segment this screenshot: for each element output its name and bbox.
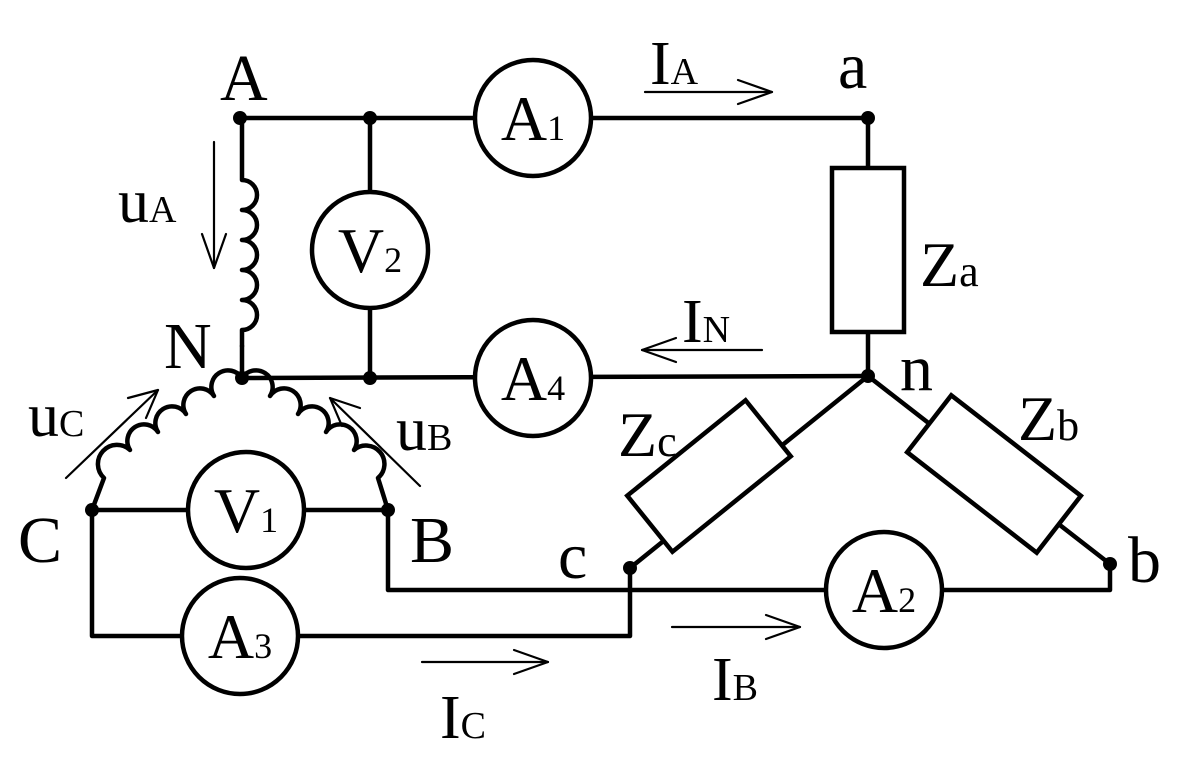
node-dot-N: [235, 371, 249, 385]
current-in-label: IN: [682, 288, 730, 356]
coil-phase-b: [239, 368, 391, 513]
node-label-N: N: [164, 310, 212, 383]
node-dot-v2-bottom: [363, 371, 377, 385]
impedance-zb: [903, 392, 1085, 556]
voltmeter-v2: [309, 189, 431, 311]
impedance-zb-label: Zb: [1018, 383, 1079, 454]
node-dot-B: [381, 503, 395, 517]
ammeter-a3-label: A3: [208, 601, 272, 672]
wire-line-c: [89, 507, 633, 639]
voltmeter-v1: [185, 449, 307, 571]
impedance-za: [829, 165, 907, 335]
node-dot-a: [861, 111, 875, 125]
current-ib-label: IB: [712, 646, 758, 714]
wire-line-b: [385, 507, 1113, 593]
coil-phase-c: [89, 368, 245, 513]
ammeter-a2: [823, 529, 945, 651]
node-label-a: a: [838, 30, 867, 103]
node-label-C: C: [18, 504, 62, 577]
voltmeter-v2-label: V2: [338, 215, 402, 286]
arrow-ua-icon: [200, 140, 228, 270]
voltmeter-v1-label: V1: [214, 475, 278, 546]
ammeter-a3: [179, 575, 301, 697]
node-label-A: A: [220, 42, 268, 115]
impedance-zc: [624, 397, 794, 555]
node-label-B: B: [410, 504, 454, 577]
impedance-zc-label: Zc: [618, 399, 677, 470]
node-dot-b: [1103, 557, 1117, 571]
ammeter-a4: [472, 317, 594, 439]
node-label-n: n: [900, 332, 933, 405]
arrow-ub-icon: [328, 396, 422, 488]
ammeter-a1-label: A1: [501, 83, 565, 154]
current-ic-label: IC: [440, 684, 486, 752]
node-dot-C: [85, 503, 99, 517]
node-label-b: b: [1128, 524, 1161, 597]
voltage-uc-label: uC: [28, 382, 84, 450]
node-label-c: c: [558, 520, 587, 593]
ammeter-a1: [472, 57, 594, 179]
node-dot-A: [233, 111, 247, 125]
node-dot-n: [861, 369, 875, 383]
arrow-ia-icon: [643, 78, 774, 106]
ammeter-a4-label: A4: [501, 343, 565, 414]
node-dot-c: [623, 561, 637, 575]
coil-phase-a: [239, 115, 260, 349]
voltage-ub-label: uB: [396, 396, 452, 464]
node-dot-v2-top: [363, 111, 377, 125]
arrow-in-icon: [640, 336, 764, 364]
voltage-ua-label: uA: [118, 168, 177, 236]
arrow-ic-icon: [420, 648, 550, 676]
ammeter-a2-label: A2: [852, 555, 916, 626]
arrow-uc-icon: [64, 388, 160, 480]
impedance-za-label: Za: [920, 229, 979, 300]
current-ia-label: IA: [650, 30, 699, 98]
arrow-ib-icon: [670, 613, 802, 641]
